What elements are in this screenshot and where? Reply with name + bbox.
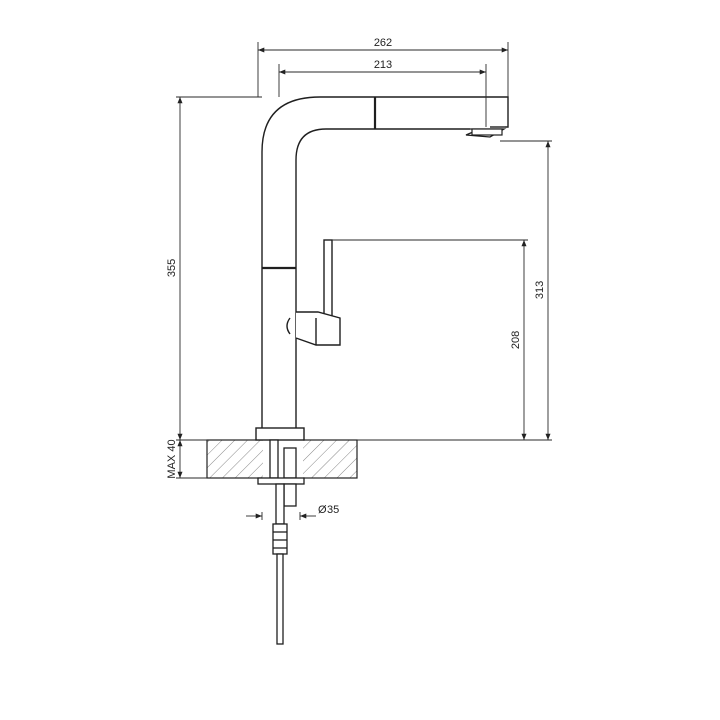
label-total-width: 262 (374, 37, 392, 49)
spray-nozzle (471, 128, 503, 136)
mounting-hole (263, 440, 303, 478)
mounting-nut (257, 477, 305, 485)
faucet-body (255, 96, 509, 441)
label-spout-reach: 213 (374, 59, 392, 71)
label-outlet-height: 313 (534, 281, 546, 299)
label-total-height: 355 (166, 259, 178, 277)
label-lever-height: 208 (510, 331, 522, 349)
lever-body (295, 311, 341, 346)
hose-lower (276, 553, 284, 645)
label-max-thickness: MAX 40 (166, 439, 178, 478)
dimension-lines (176, 42, 552, 520)
stud-extension (283, 483, 297, 507)
base-ring (255, 427, 305, 441)
faucet-column-outline (261, 96, 509, 428)
mounting-shank (269, 439, 279, 479)
countertop-section (206, 439, 358, 479)
label-diameter-symbol: Ø (318, 504, 327, 516)
hose-connector (272, 523, 288, 555)
mounting-assembly (257, 439, 305, 645)
lever-joint (286, 317, 291, 335)
dimension-labels: 262 213 355 MAX 40 313 208 Ø 35 (166, 37, 546, 516)
lever-handle (323, 239, 333, 321)
mounting-stud (283, 447, 297, 479)
label-hole-diameter: 35 (327, 504, 339, 516)
hose-upper (275, 483, 285, 525)
